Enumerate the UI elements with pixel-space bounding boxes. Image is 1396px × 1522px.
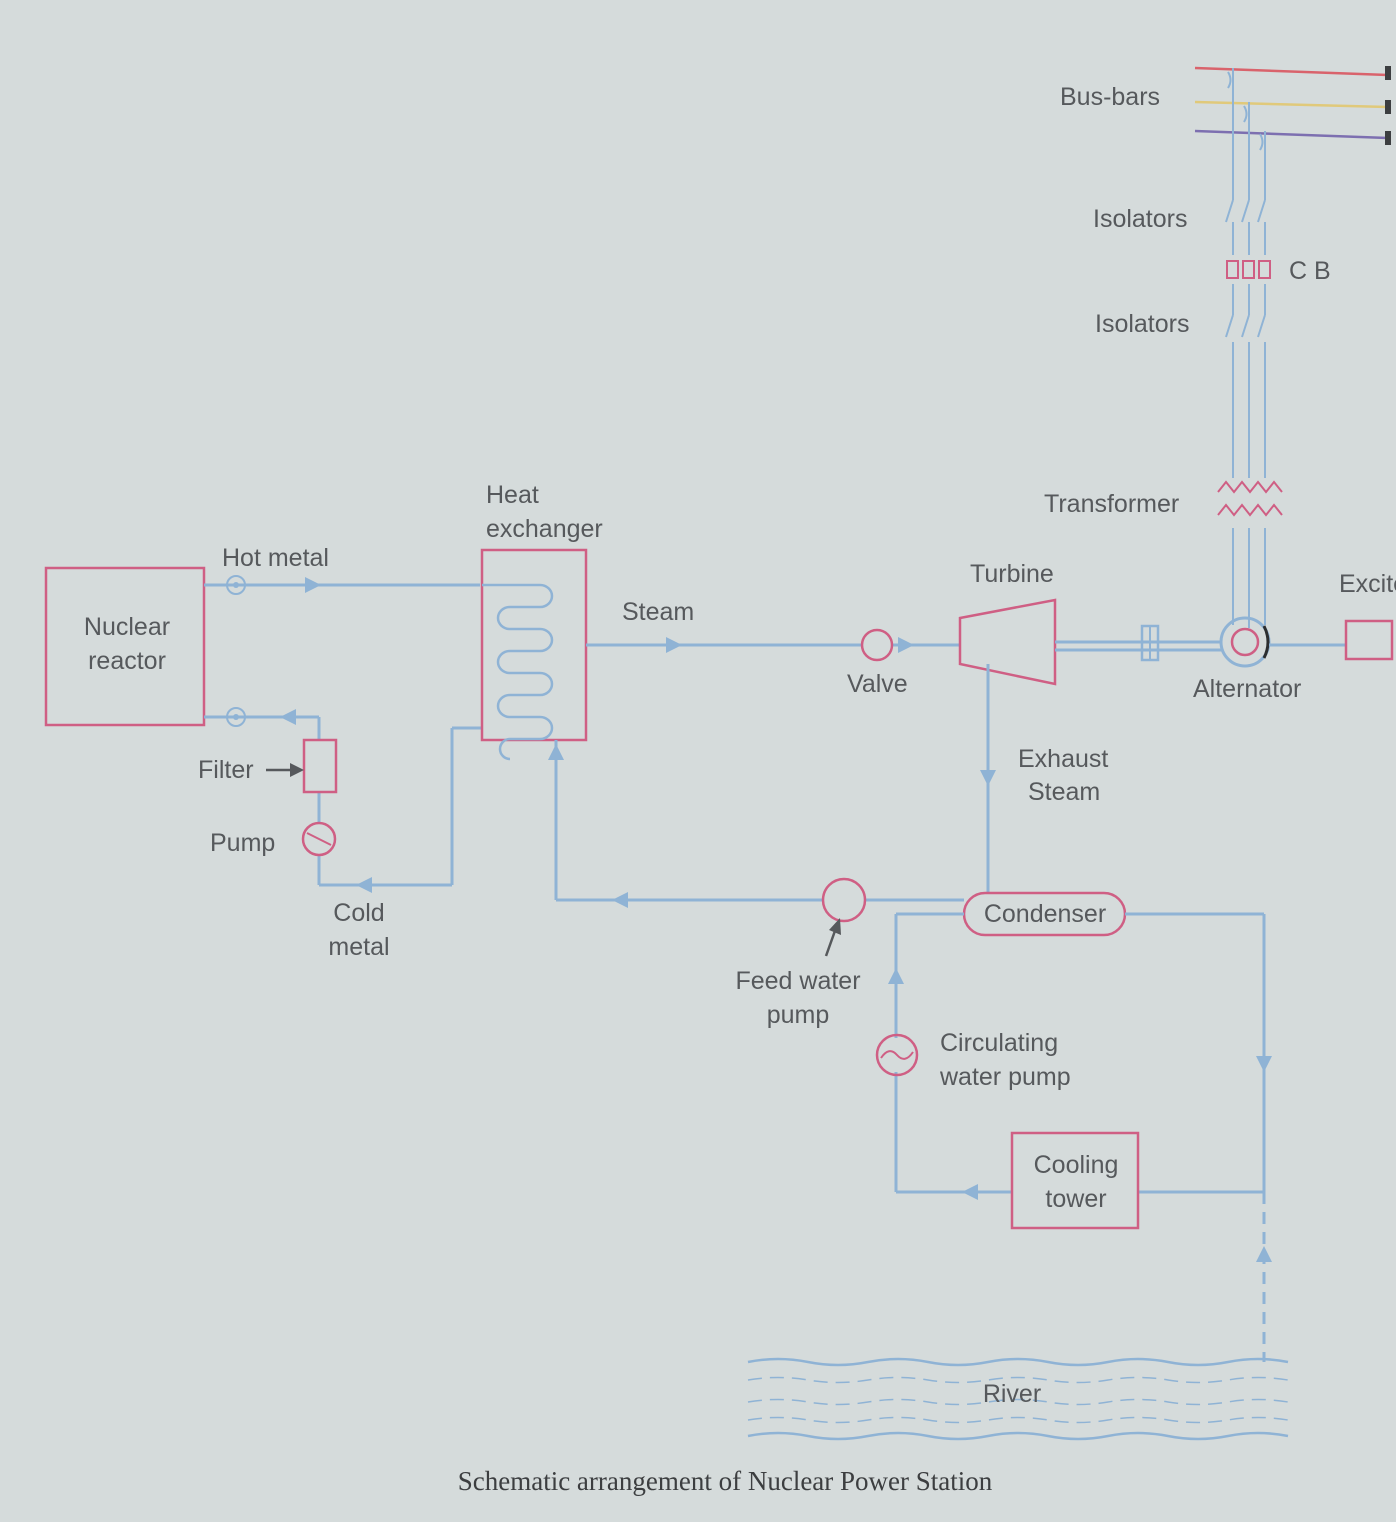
steam-pipe xyxy=(586,637,960,653)
filter-label: Filter xyxy=(198,756,254,784)
transformer-icon xyxy=(1217,480,1283,517)
nuclear-reactor-label-2: reactor xyxy=(88,647,166,675)
bus-bar-droppers xyxy=(1227,68,1266,628)
hot-metal-pipe xyxy=(204,575,480,595)
cold-metal-return-pipe xyxy=(204,707,482,893)
hot-metal-label: Hot metal xyxy=(222,544,329,572)
cold-metal-label-2: metal xyxy=(328,933,389,961)
valve-label: Valve xyxy=(847,670,908,698)
isolators-bottom-label: Isolators xyxy=(1095,310,1189,338)
cooling-tower-box xyxy=(1010,1131,1140,1230)
turbine-label: Turbine xyxy=(970,560,1054,588)
nuclear-reactor-label-1: Nuclear xyxy=(84,613,170,641)
bus-bars xyxy=(1194,66,1391,145)
shaft-coupling xyxy=(1055,624,1222,662)
feed-water-pump-pointer xyxy=(824,918,841,957)
valve-icon xyxy=(860,628,894,662)
circulating-water-pump-icon xyxy=(875,1033,919,1077)
river-waves xyxy=(747,1357,1289,1441)
circuit-breakers xyxy=(1226,260,1271,279)
alternator-icon xyxy=(1219,616,1271,668)
filter-box xyxy=(302,738,338,794)
bus-bars-label: Bus-bars xyxy=(1060,83,1160,111)
cold-metal-label-1: Cold xyxy=(333,899,384,927)
heat-exchanger-coil xyxy=(482,583,554,761)
isolators-bottom-switches xyxy=(1225,314,1266,338)
heat-exchanger-label-1: Heat xyxy=(486,481,539,509)
steam-label: Steam xyxy=(622,598,694,626)
isolators-top-label: Isolators xyxy=(1093,205,1187,233)
cb-label: C B xyxy=(1289,257,1331,285)
alternator-label: Alternator xyxy=(1193,675,1301,703)
feed-water-pump-label-2: pump xyxy=(767,1001,830,1029)
isolators-top-switches xyxy=(1225,199,1266,223)
pump-icon xyxy=(301,821,337,857)
pump-label: Pump xyxy=(210,829,275,857)
exciter-label: Excite xyxy=(1339,570,1396,598)
river-makeup-pipe xyxy=(1256,1192,1272,1362)
exhaust-steam-pipe xyxy=(980,664,996,893)
feed-water-pipe xyxy=(548,740,964,908)
heat-exchanger-label-2: exchanger xyxy=(486,515,603,543)
feed-water-pump-label-1: Feed water xyxy=(735,967,860,995)
feed-water-pump-icon xyxy=(821,877,867,923)
heat-exchanger-box xyxy=(480,548,588,742)
river-label: River xyxy=(983,1380,1041,1408)
nuclear-reactor-box xyxy=(44,566,206,727)
turbine-icon xyxy=(958,598,1057,686)
exhaust-steam-label-1: Exhaust xyxy=(1018,745,1108,773)
filter-pointer-arrow xyxy=(266,763,304,777)
cooling-water-pipe xyxy=(888,912,1272,1200)
transformer-label: Transformer xyxy=(1044,490,1179,518)
cooling-tower-label-1: Cooling xyxy=(1034,1151,1119,1179)
circulating-pump-label-1: Circulating xyxy=(940,1029,1058,1057)
figure-caption: Schematic arrangement of Nuclear Power S… xyxy=(458,1466,993,1496)
exciter-box xyxy=(1344,619,1394,661)
cooling-tower-label-2: tower xyxy=(1045,1185,1106,1213)
condenser-label: Condenser xyxy=(984,900,1106,928)
circulating-pump-label-2: water pump xyxy=(939,1063,1071,1091)
exhaust-steam-label-2: Steam xyxy=(1028,778,1100,806)
